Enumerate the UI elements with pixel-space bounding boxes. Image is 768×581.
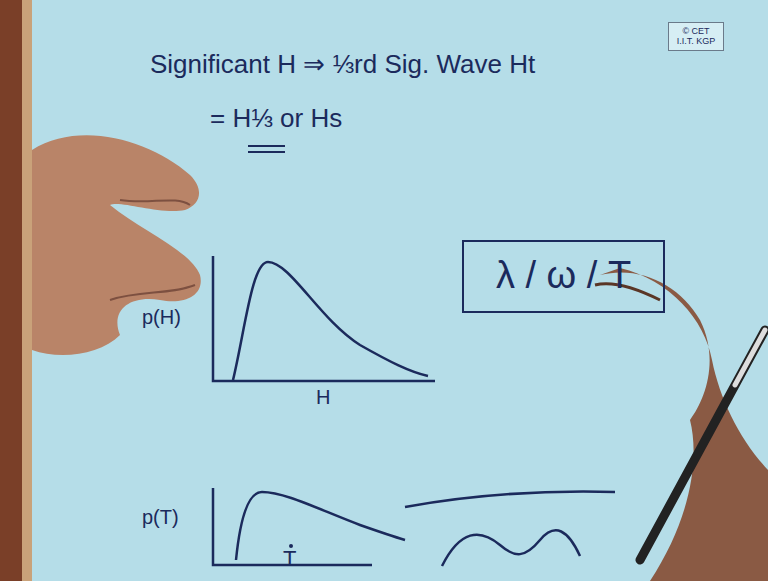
board-edge [0, 0, 22, 581]
axes [213, 256, 435, 381]
hand [32, 135, 201, 355]
axis-label: p(H) [142, 306, 181, 328]
handwritten-note: Significant H ⇒ ⅓rd Sig. Wave Ht [150, 50, 535, 79]
notation-box: λ / ω / T [462, 240, 665, 313]
handwritten-note: = H⅓ or Hs [210, 104, 342, 133]
board-edge [22, 0, 32, 581]
axis-label: T [283, 547, 296, 571]
wave-sketch [442, 530, 580, 566]
axis-label: H [316, 386, 330, 408]
pen [640, 330, 765, 560]
distribution-curve [236, 492, 405, 560]
axis-label: p(T) [142, 506, 179, 528]
distribution-curve [233, 262, 428, 380]
watermark-text: © CET I.I.T. KGP [674, 26, 718, 47]
logo-box: © CET I.I.T. KGP [668, 22, 724, 51]
notation-text: λ / ω / T [476, 254, 651, 298]
wave-sketch [405, 492, 615, 507]
hand [600, 268, 768, 581]
